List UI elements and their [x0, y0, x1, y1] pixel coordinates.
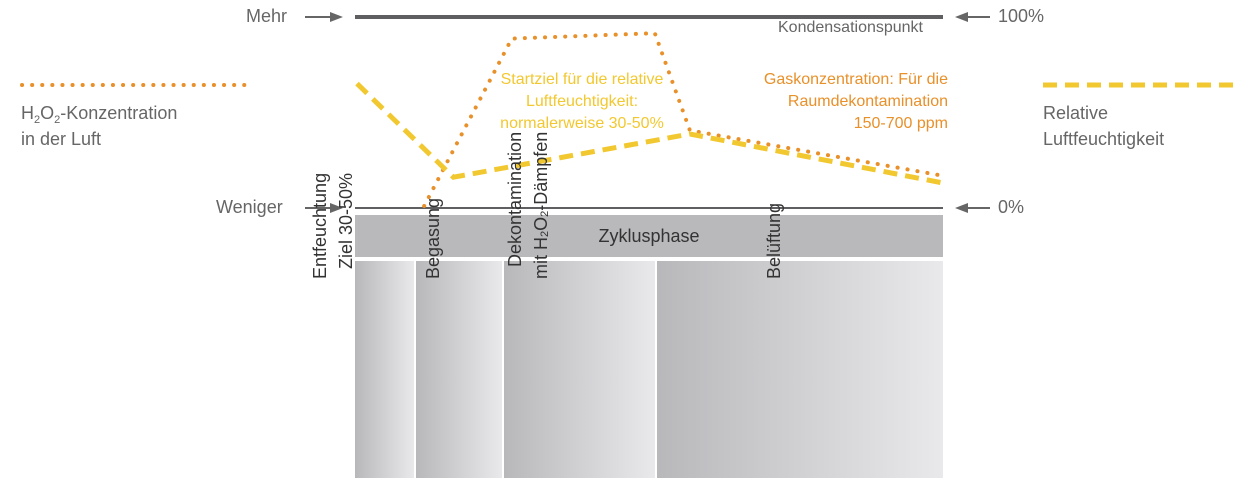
arrow-left-icon	[955, 203, 990, 213]
annotation-gas-concentration: Gaskonzentration: Für die Raumdekontamin…	[763, 71, 948, 132]
axis-label-0: 0%	[998, 197, 1025, 217]
axis-label-100: 100%	[998, 6, 1045, 26]
phase-aeration: Belüftung	[657, 203, 943, 478]
legend-humidity: Relative Luftfeuchtigkeit	[1043, 103, 1165, 149]
arrow-right-icon	[305, 12, 343, 22]
axis-label-less: Weniger	[216, 197, 283, 217]
arrow-right-icon	[305, 203, 343, 213]
chart-svg	[20, 12, 1240, 213]
legend-h2o2: H2O2-Konzentration in der Luft	[21, 103, 178, 149]
series-line-h2o2	[422, 31, 943, 208]
phase-gassing: Begasung	[416, 198, 502, 478]
axis-label-more: Mehr	[246, 6, 288, 26]
series-line-humidity	[355, 81, 942, 186]
condensation-point-label: Kondensationspunkt	[778, 19, 923, 36]
annotation-humidity-target: Startziel für die relative Luftfeuchtigk…	[500, 71, 664, 132]
cycle-phase-header: Zyklusphase	[355, 215, 943, 257]
arrow-left-icon	[955, 12, 990, 22]
